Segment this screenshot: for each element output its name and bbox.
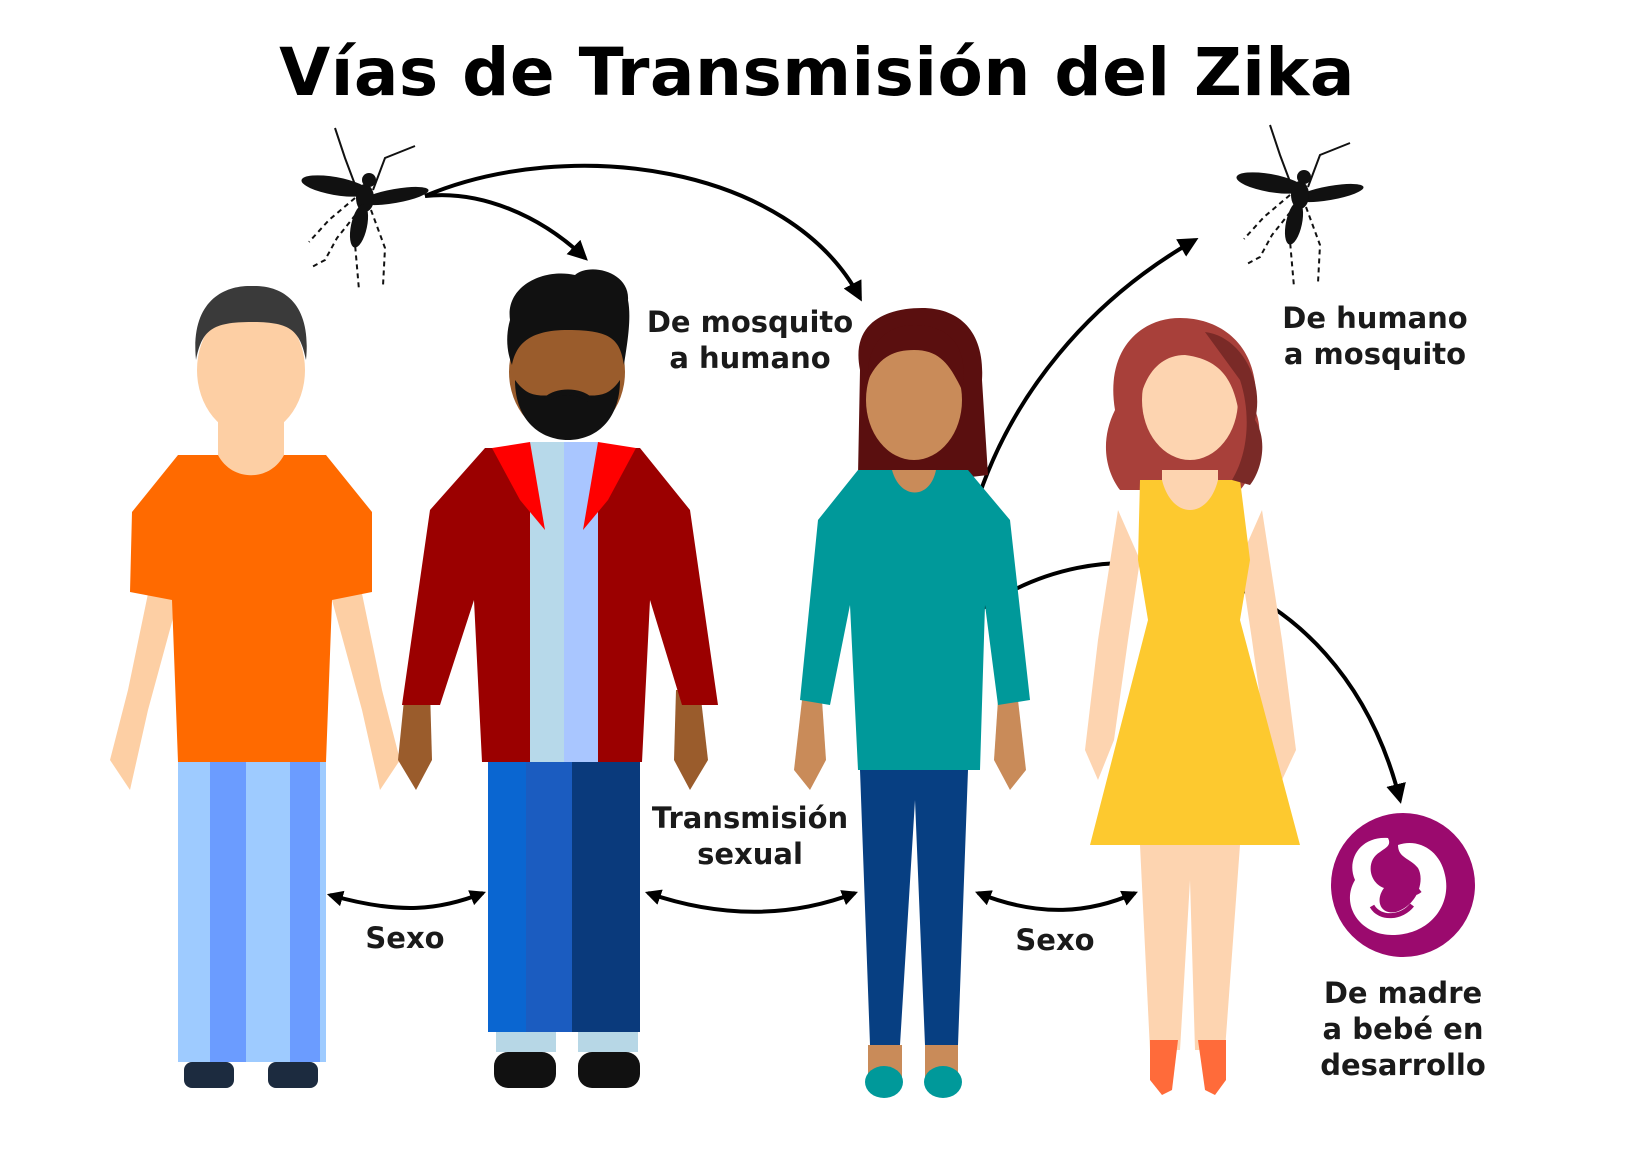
- label-line: a humano: [669, 341, 831, 375]
- person-man-orange-shirt: [110, 285, 400, 1088]
- label-line: De mosquito: [646, 305, 854, 339]
- label-mother-to-baby: De madre a bebé en desarrollo: [1303, 975, 1503, 1083]
- label-line: Transmisión: [651, 801, 849, 835]
- arrow-sex-right: [975, 890, 1138, 912]
- label-sex-right: Sexo: [1015, 923, 1095, 957]
- label-mosquito-to-human: De mosquito a humano: [640, 304, 860, 376]
- arrow-sexual-transmission: [644, 889, 858, 914]
- arrow-woman-to-mosquito: [973, 238, 1199, 509]
- person-woman-teal-top: [794, 308, 1030, 1098]
- arrow-sex-left: [326, 890, 486, 910]
- label-line: a bebé en: [1322, 1012, 1484, 1046]
- person-man-red-jacket: [398, 269, 718, 1088]
- label-line: De humano: [1282, 301, 1468, 335]
- label-line: sexual: [697, 837, 803, 871]
- arrow-mosquito-to-man: [424, 193, 588, 261]
- mosquito-icon: [1236, 124, 1364, 288]
- label-line: desarrollo: [1320, 1048, 1486, 1082]
- mosquito-icon: [301, 127, 429, 291]
- page-title: Vías de Transmisión del Zika: [279, 34, 1355, 111]
- label-line: a mosquito: [1283, 337, 1467, 371]
- transmission-arrows: [326, 163, 1406, 914]
- person-woman-yellow-dress: [1085, 318, 1300, 1095]
- label-human-to-mosquito: De humano a mosquito: [1260, 300, 1490, 372]
- arrow-mosquito-to-woman: [424, 163, 862, 302]
- label-line: De madre: [1323, 976, 1483, 1010]
- label-sex-left: Sexo: [365, 921, 445, 955]
- label-sexual-transmission: Transmisión sexual: [640, 800, 860, 872]
- fetus-icon: [1331, 813, 1475, 957]
